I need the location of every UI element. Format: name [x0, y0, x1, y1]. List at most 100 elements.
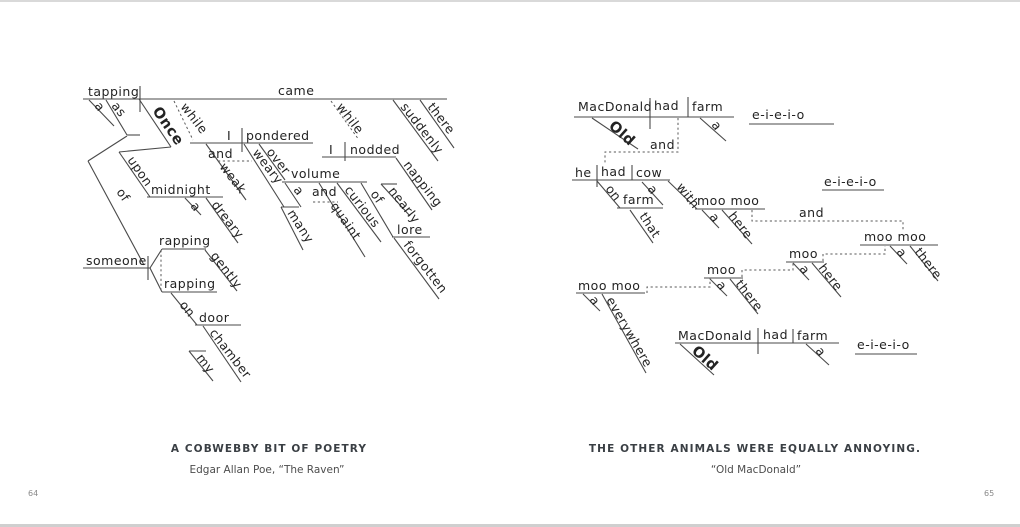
word-i: I	[329, 142, 333, 157]
word-came: came	[278, 83, 314, 98]
diagram-dotted-connector	[646, 278, 711, 293]
word-rapping: rapping	[164, 276, 216, 291]
word-there: there	[912, 245, 946, 282]
word-someone: someone	[86, 253, 147, 268]
word-here: here	[816, 261, 846, 294]
word-on: on	[177, 298, 199, 320]
diagram-line	[205, 143, 247, 201]
word-many: many	[284, 206, 317, 245]
word-tapping: tapping	[88, 84, 139, 99]
word-and: and	[312, 184, 337, 199]
word-a: a	[797, 262, 814, 278]
word-and: and	[650, 137, 675, 152]
diagram-line	[318, 182, 366, 258]
diagram-line	[204, 249, 238, 292]
diagram-line	[258, 143, 286, 181]
diagram-line	[596, 180, 621, 209]
right-caption-title: THE OTHER ANIMALS WERE EQUALLY ANNOYING.	[589, 443, 921, 455]
diagram-line	[629, 209, 654, 244]
diagram-line	[601, 293, 647, 374]
diagram-line	[205, 197, 239, 244]
word-a: a	[894, 245, 911, 261]
right-caption-subtitle: “Old MacDonald”	[711, 464, 801, 476]
diagram-line	[395, 157, 433, 211]
diagram-line	[909, 245, 939, 282]
page-bottom-edge	[0, 524, 1020, 527]
diagram-line	[170, 292, 198, 326]
word-he: he	[575, 165, 592, 180]
page-number-right: 65	[984, 489, 994, 498]
word-cow: cow	[636, 165, 662, 180]
diagram-line	[188, 350, 214, 382]
raven-diagram-lines	[83, 86, 455, 383]
word-moo-moo: moo moo	[578, 278, 640, 293]
diagram-line	[202, 325, 242, 383]
word-and: and	[799, 205, 824, 220]
word-a: a	[813, 344, 830, 360]
word-had: had	[601, 164, 626, 179]
word-a: a	[707, 210, 724, 226]
diagram-line	[805, 343, 830, 366]
diagram-line	[360, 182, 394, 238]
diagram-line	[721, 209, 753, 245]
word-e-i-e-i-o: e-i-e-i-o	[752, 107, 805, 122]
diagram-line	[641, 181, 664, 206]
word-pondered: pondered	[246, 128, 310, 143]
word-nodded: nodded	[350, 142, 400, 157]
word-i: I	[227, 128, 231, 143]
diagram-line	[88, 99, 115, 127]
diagram-line	[701, 209, 720, 229]
diagram-line	[582, 293, 601, 312]
diagram-line	[184, 197, 202, 216]
diagram-line	[591, 117, 639, 150]
diagram-line	[729, 278, 759, 315]
diagram-line	[149, 248, 163, 269]
word-dreary: dreary	[209, 198, 248, 242]
diagram-line	[679, 343, 715, 376]
word-farm: farm	[797, 328, 828, 343]
diagram-line	[667, 180, 698, 210]
word-rapping: rapping	[159, 233, 211, 248]
diagram-line	[105, 99, 128, 136]
word-here: here	[726, 209, 756, 242]
page-number-left: 64	[28, 489, 38, 498]
word-e-i-e-i-o: e-i-e-i-o	[857, 337, 910, 352]
diagram-line	[118, 151, 151, 198]
word-there: there	[733, 277, 767, 314]
word-farm: farm	[623, 192, 654, 207]
diagram-line	[87, 160, 145, 266]
diagram-line	[87, 135, 128, 162]
word-moo: moo	[789, 246, 818, 261]
word-moo-moo: moo moo	[697, 193, 759, 208]
word-my: my	[194, 351, 219, 377]
word-macdonald: MacDonald	[578, 99, 652, 114]
diagram-line	[419, 99, 455, 149]
left-caption-title: A COBWEBBY BIT OF POETRY	[171, 443, 367, 455]
diagram-line	[284, 182, 302, 208]
diagram-line	[393, 237, 440, 300]
word-moo-moo: moo moo	[864, 229, 926, 244]
word-volume: volume	[291, 166, 340, 181]
diagram-line	[149, 267, 163, 293]
word-of: of	[114, 185, 134, 204]
word-a: a	[188, 199, 205, 215]
diagram-dotted-connector	[604, 118, 679, 163]
word-macdonald: MacDonald	[678, 328, 752, 343]
diagram-line	[392, 99, 439, 162]
page-top-edge	[0, 0, 1020, 2]
diagram-line	[138, 98, 172, 148]
diagram-dotted-connector	[751, 210, 904, 231]
word-forgotten: forgotten	[401, 238, 451, 296]
diagram-dotted-connector	[741, 263, 794, 277]
word-and: and	[208, 146, 233, 161]
diagram-dotted-connector	[822, 246, 886, 261]
word-while: while	[334, 100, 368, 137]
macdonald-diagram-lines	[572, 97, 939, 376]
word-lore: lore	[397, 222, 423, 237]
word-old: Old	[605, 118, 637, 149]
word-a: a	[709, 118, 726, 134]
diagram-line	[889, 245, 908, 265]
